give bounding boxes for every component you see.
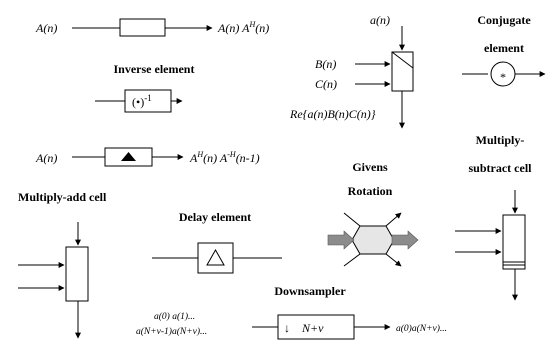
givens-label-line2: Rotation — [348, 184, 393, 198]
hermitian-rect-block — [119, 18, 166, 37]
weighted-multiply-block: a(n) B(n) C(n) Re{a(n)B(n)C(n)} — [289, 13, 414, 129]
conjugate-element: Conjugate element * — [462, 13, 546, 87]
downsampler-label: Downsampler — [274, 284, 346, 298]
multiply-subtract-label-line1: Multiply- — [476, 133, 525, 147]
downsampler-input-line2: a(N+v-1)a(N+v)... — [136, 326, 207, 337]
multiply-subtract-label-line2: subtract cell — [469, 161, 533, 175]
delay-input-label: A(n) — [35, 21, 57, 35]
delay-triangle-icon — [206, 248, 225, 266]
multiply-add-rect-block — [65, 246, 89, 302]
triangle-output-label: AH(n) A-H(n-1) — [189, 150, 260, 165]
multiply-add-cell: Multiply-add cell — [18, 190, 107, 339]
hermitian-output-label: A(n) AH(n) — [217, 20, 269, 35]
givens-lower-right-arrow — [385, 253, 402, 267]
inverse-element: Inverse element (•)-1 — [95, 62, 195, 113]
multiply-subtract-cell: Multiply- subtract cell — [455, 133, 533, 301]
downsampler-input-line1: a(0) a(1)... — [154, 311, 195, 322]
inverse-label: Inverse element — [114, 62, 195, 76]
conjugate-label-line1: Conjugate — [477, 13, 531, 27]
givens-input-thick-arrow — [327, 230, 355, 250]
downsampler-output-label: a(0)a(N+v)... — [396, 323, 447, 334]
givens-output-thick-arrow — [391, 230, 419, 250]
filled-triangle-icon — [121, 152, 136, 161]
triangle-element-row: A(n) AH(n) A-H(n-1) — [35, 147, 260, 167]
input-a-label: a(n) — [370, 13, 390, 27]
givens-label-line1: Givens — [352, 160, 388, 174]
givens-rotation-element: Givens Rotation — [327, 160, 419, 267]
multiply-subtract-rect-block — [502, 214, 526, 270]
input-c-label: C(n) — [315, 77, 337, 91]
downsampler-element: Downsampler a(0) a(1)... a(N+v-1)a(N+v).… — [136, 284, 447, 340]
delay-element-label: Delay element — [179, 210, 251, 224]
input-b-label: B(n) — [315, 57, 336, 71]
givens-upper-right-arrow — [385, 212, 402, 227]
hermitian-product-element: A(n) A(n) AH(n) — [35, 18, 269, 37]
inverse-symbol: (•)-1 — [132, 93, 152, 109]
real-output-label: Re{a(n)B(n)C(n)} — [289, 107, 376, 121]
down-arrow-icon: ↓ — [284, 321, 290, 335]
conjugate-star-icon: * — [500, 70, 506, 84]
downsampler-rect-block — [277, 314, 355, 340]
givens-upper-left-line — [343, 212, 361, 227]
triangle-input-label: A(n) — [35, 151, 57, 165]
downsampler-factor: N+v — [301, 321, 324, 335]
givens-lower-left-line — [343, 253, 361, 267]
delay-element: Delay element — [152, 210, 282, 274]
multiply-rect-block — [391, 51, 414, 92]
givens-hexagon — [351, 225, 395, 255]
conjugate-label-line2: element — [484, 41, 524, 55]
multiply-add-label: Multiply-add cell — [18, 190, 107, 204]
multiply-block-diagonal — [391, 51, 414, 69]
